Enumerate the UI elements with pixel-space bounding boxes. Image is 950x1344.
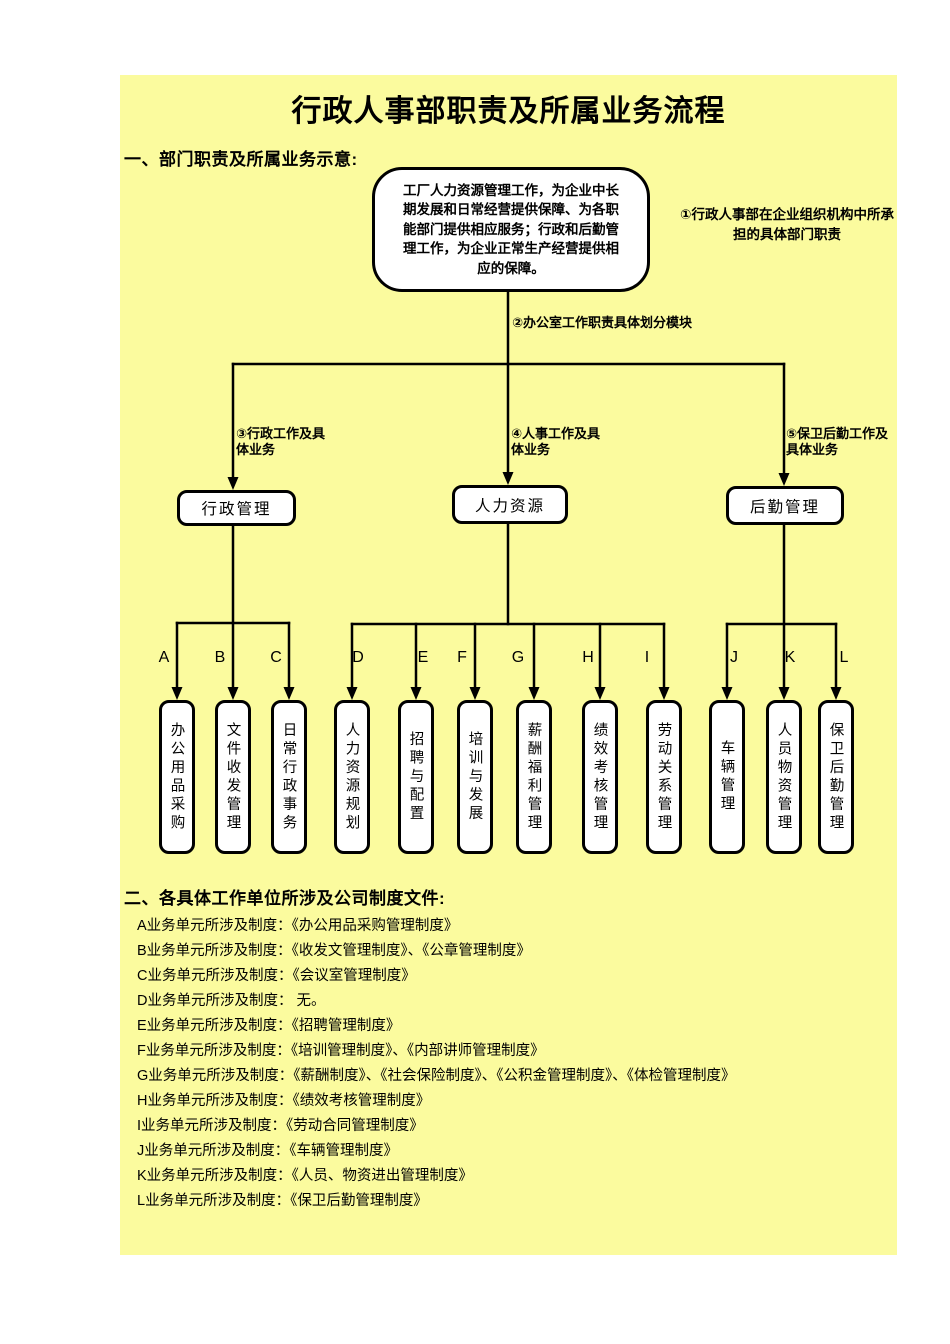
- unit-letter-e: E: [417, 649, 429, 666]
- unit-box-f: 培训与发展: [457, 700, 493, 854]
- policy-item-g: G业务单元所涉及制度：《薪酬制度》、《社会保险制度》、《公积金管理制度》、《体检…: [137, 1068, 736, 1084]
- annotation-4-line2: 体业务: [511, 442, 551, 457]
- unit-box-b: 文件收发管理: [215, 700, 251, 854]
- branch-box-admin: 行政管理: [177, 490, 296, 526]
- unit-box-a-label: 办公用品采购: [168, 721, 185, 833]
- unit-letter-a: A: [158, 649, 170, 666]
- unit-box-c-label: 日常行政事务: [280, 721, 297, 833]
- policy-item-d: D业务单元所涉及制度： 无。: [137, 993, 326, 1009]
- annotation-2: ②办公室工作职责具体划分模块: [512, 315, 693, 330]
- policy-item-c: C业务单元所涉及制度：《会议室管理制度》: [137, 968, 416, 984]
- policy-item-f: F业务单元所涉及制度：《培训管理制度》、《内部讲师管理制度》: [137, 1043, 545, 1059]
- mission-statement-box: 工厂人力资源管理工作，为企业中长 期发展和日常经营提供保障、为各职 能部门提供相…: [372, 167, 650, 292]
- mission-line: 期发展和日常经营提供保障、为各职: [403, 202, 619, 218]
- unit-letter-f: F: [457, 649, 467, 666]
- policy-item-k: K业务单元所涉及制度：《人员、物资进出管理制度》: [137, 1168, 473, 1184]
- unit-box-k: 人员物资管理: [766, 700, 802, 854]
- unit-box-e: 招聘与配置: [398, 700, 434, 854]
- annotation-1-line2: 担的具体部门职责: [733, 227, 841, 242]
- policy-item-j: J业务单元所涉及制度：《车辆管理制度》: [137, 1143, 398, 1159]
- mission-line: 理工作，为企业正常生产经营提供相: [403, 241, 619, 257]
- annotation-4-line1: ④人事工作及具: [511, 426, 601, 441]
- unit-box-f-label: 培训与发展: [466, 730, 483, 824]
- policy-item-b: B业务单元所涉及制度：《收发文管理制度》、《公章管理制度》: [137, 943, 531, 959]
- unit-box-l-label: 保卫后勤管理: [827, 721, 844, 833]
- unit-box-j-label: 车辆管理: [718, 740, 735, 814]
- policy-item-l: L业务单元所涉及制度：《保卫后勤管理制度》: [137, 1193, 428, 1209]
- unit-box-c: 日常行政事务: [271, 700, 307, 854]
- unit-letter-c: C: [270, 649, 282, 666]
- unit-box-i: 劳动关系管理: [646, 700, 682, 854]
- annotation-5-line1: ⑤保卫后勤工作及: [786, 426, 889, 441]
- unit-box-g-label: 薪酬福利管理: [525, 721, 542, 833]
- unit-box-l: 保卫后勤管理: [818, 700, 854, 854]
- policy-list: A业务单元所涉及制度：《办公用品采购管理制度》 B业务单元所涉及制度：《收发文管…: [137, 914, 736, 1214]
- annotation-1: ①行政人事部在企业组织机构中所承 担的具体部门职责: [672, 205, 902, 245]
- unit-letter-g: G: [511, 649, 525, 666]
- mission-line: 工厂人力资源管理工作，为企业中长: [403, 182, 619, 198]
- unit-box-d: 人力资源规划: [334, 700, 370, 854]
- unit-box-k-label: 人员物资管理: [775, 721, 792, 833]
- annotation-3-line1: ③行政工作及具: [236, 426, 326, 441]
- mission-line: 能部门提供相应服务；行政和后勤管: [403, 221, 619, 237]
- policy-item-i: I业务单元所涉及制度：《劳动合同管理制度》: [137, 1118, 424, 1134]
- annotation-5: ⑤保卫后勤工作及 具体业务: [786, 426, 888, 458]
- page-title: 行政人事部职责及所属业务流程: [291, 95, 726, 128]
- unit-box-e-label: 招聘与配置: [407, 730, 424, 824]
- unit-letter-k: K: [784, 649, 796, 666]
- annotation-4: ④人事工作及具 体业务: [511, 426, 600, 458]
- unit-box-a: 办公用品采购: [159, 700, 195, 854]
- section2-heading: 二、各具体工作单位所涉及公司制度文件:: [124, 889, 446, 908]
- annotation-3: ③行政工作及具 体业务: [236, 426, 325, 458]
- unit-letter-h: H: [582, 649, 594, 666]
- annotation-5-line2: 具体业务: [786, 442, 839, 457]
- unit-box-b-label: 文件收发管理: [224, 721, 241, 833]
- mission-line: 应的保障。: [477, 260, 545, 276]
- unit-box-h-label: 绩效考核管理: [591, 721, 608, 833]
- branch-box-hr: 人力资源: [452, 485, 568, 524]
- policy-item-e: E业务单元所涉及制度：《招聘管理制度》: [137, 1018, 401, 1034]
- section1-heading: 一、部门职责及所属业务示意:: [124, 150, 358, 169]
- unit-letter-i: I: [644, 649, 650, 666]
- unit-letter-b: B: [214, 649, 226, 666]
- annotation-3-line2: 体业务: [236, 442, 276, 457]
- unit-box-d-label: 人力资源规划: [343, 721, 360, 833]
- branch-box-logistics: 后勤管理: [726, 486, 844, 525]
- unit-box-j: 车辆管理: [709, 700, 745, 854]
- annotation-1-line1: ①行政人事部在企业组织机构中所承: [680, 207, 894, 222]
- unit-letter-j: J: [730, 649, 738, 666]
- unit-letter-l: L: [839, 649, 849, 666]
- policy-item-h: H业务单元所涉及制度：《绩效考核管理制度》: [137, 1093, 431, 1109]
- unit-box-h: 绩效考核管理: [582, 700, 618, 854]
- unit-letter-d: D: [352, 649, 364, 666]
- unit-box-g: 薪酬福利管理: [516, 700, 552, 854]
- policy-item-a: A业务单元所涉及制度：《办公用品采购管理制度》: [137, 918, 459, 934]
- unit-box-i-label: 劳动关系管理: [655, 721, 672, 833]
